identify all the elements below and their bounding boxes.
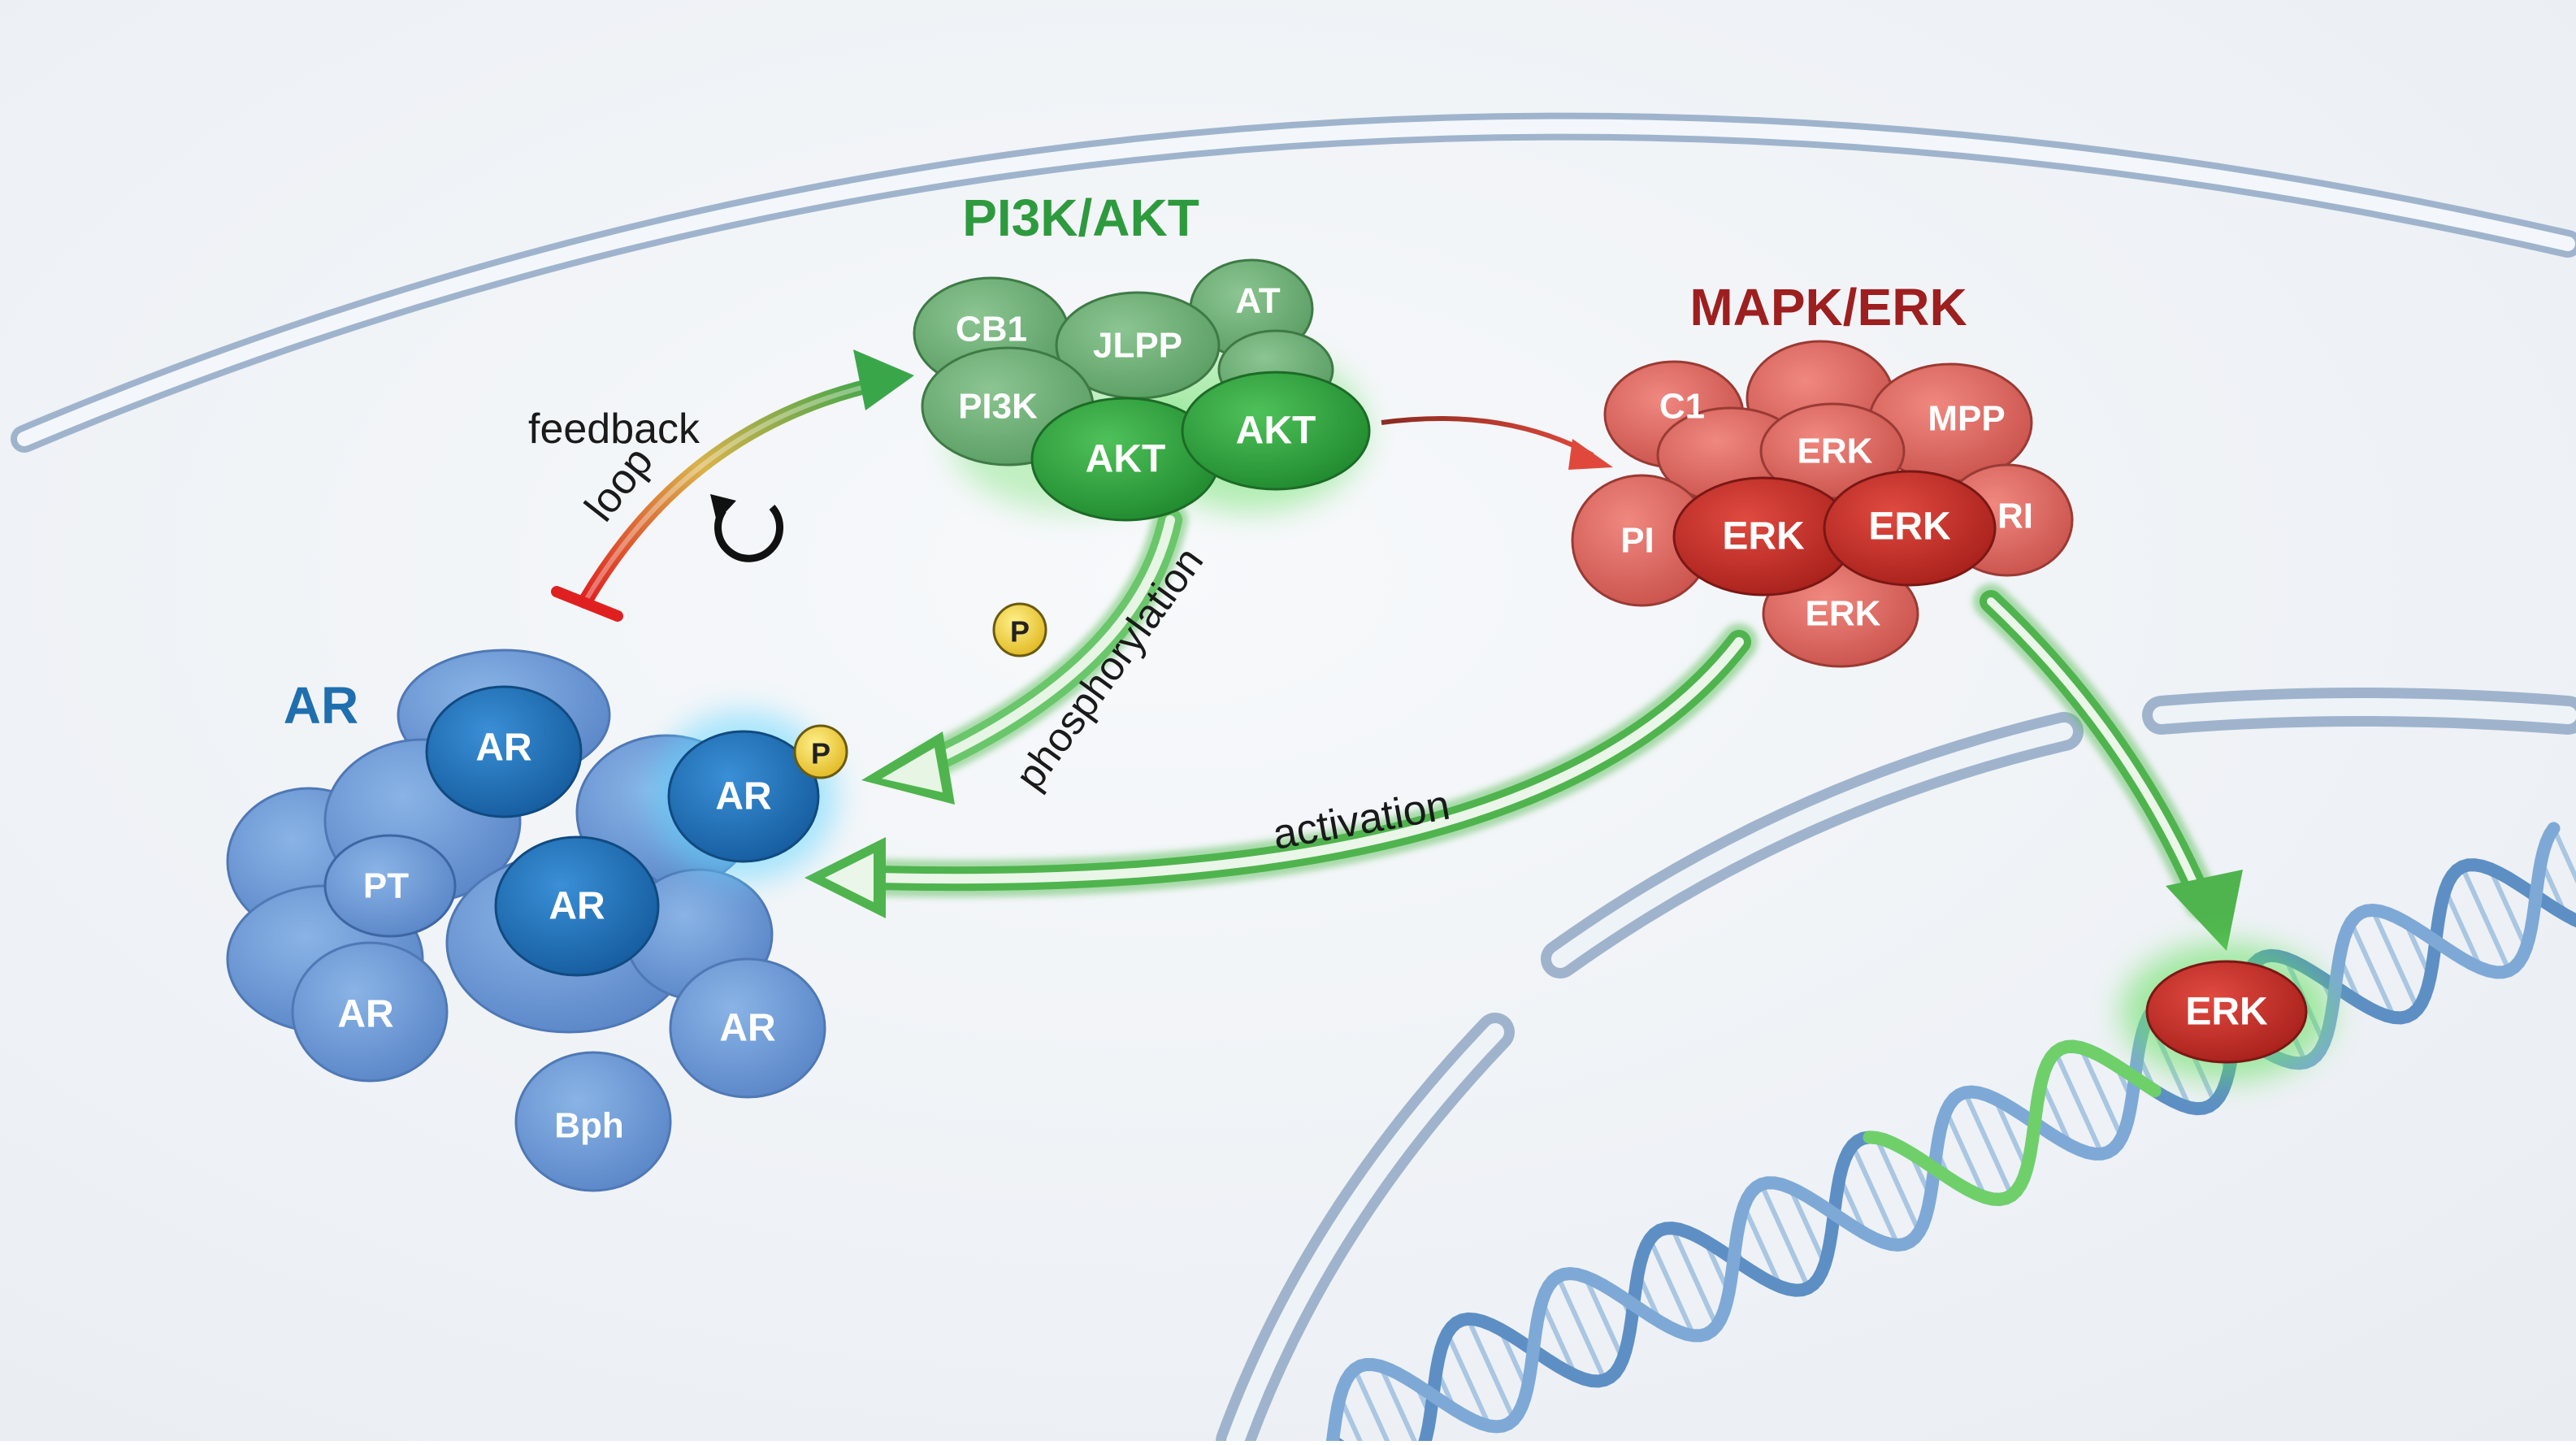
dna-base-pair [1993, 1097, 2029, 1170]
protein-erk-3 [1823, 470, 1997, 587]
protein-akt-2 [1181, 371, 1371, 491]
dna-base-pair [2443, 888, 2483, 970]
label-akt-2: AKT [1236, 410, 1316, 453]
cell-membrane [11, 112, 2576, 453]
label-ar-1: AR [475, 727, 531, 770]
phospho-badge: P [992, 602, 1047, 657]
dna-base-pair [2370, 909, 2420, 1010]
protein-pt [323, 834, 457, 938]
label-at: AT [1235, 281, 1281, 321]
dna-helix [1326, 822, 2576, 1445]
dna-base-pair [1788, 1186, 1828, 1265]
cycle-icon [710, 494, 783, 562]
protein-ar-3 [291, 941, 449, 1083]
label-c1: C1 [1659, 387, 1705, 427]
activation-arrow [804, 623, 1758, 918]
label-ar-phospho: AR [715, 775, 771, 818]
protein-bph [514, 1051, 672, 1192]
label-nuclear-erk: ERK [2185, 991, 2268, 1034]
pi3k-akt-title: PI3K/AKT [962, 189, 1199, 247]
dna-base-pair [1445, 1332, 1492, 1427]
nuclear-envelope [1216, 688, 2576, 1445]
label-akt-1: AKT [1086, 438, 1166, 481]
dna-base-pair [1583, 1275, 1625, 1360]
dna-base-pair [2460, 866, 2512, 972]
label-cb1: CB1 [956, 310, 1027, 349]
label-erk-4: ERK [1806, 594, 1881, 634]
dna-base-pair [1944, 1109, 1988, 1199]
dna-base-pair [2551, 827, 2576, 884]
dna-base-pair [2053, 1051, 2105, 1156]
phospho-badge-label-2: P [1010, 615, 1030, 649]
dna-binding-site [1863, 1039, 2162, 1206]
feedback-label: feedback [528, 406, 700, 453]
dna-base-pair [1539, 1300, 1578, 1377]
pi3k-to-mapk-arrow [1381, 416, 1613, 470]
dna-base-pair [2487, 867, 2529, 949]
label-erk-2: ERK [1722, 515, 1805, 558]
protein-ar-1 [425, 685, 583, 818]
ar-cluster: AR AR PT AR AR AR Bph AR [226, 649, 837, 1192]
label-ar-4: AR [719, 1007, 775, 1050]
label-jlpp: JLPP [1093, 326, 1182, 366]
dna-strand-2 [1326, 822, 2561, 1445]
dna-base-pair [1670, 1226, 1720, 1327]
dna-base-pair [1352, 1368, 1392, 1445]
ar-title: AR [284, 676, 358, 735]
dna-base-pair [1850, 1144, 1901, 1247]
phosphorylation-arrow [861, 502, 1188, 805]
dna-base-pair [1962, 1091, 2014, 1197]
pi3k-akt-cluster: CB1 JLPP AT PI3K AKT AKT PI3K/AKT [913, 189, 1371, 522]
mapk-erk-title: MAPK/ERK [1689, 278, 1967, 336]
feedback-loop-arrow [551, 349, 914, 622]
label-ar-2: AR [549, 885, 605, 928]
protein-ar-phospho [667, 730, 820, 863]
label-erk-1: ERK [1798, 432, 1873, 471]
dna-base-pair [2348, 921, 2396, 1019]
erk-translocation-arrow [1973, 584, 2243, 951]
dna-base-pair [2039, 1079, 2073, 1147]
phospho-badge: P [793, 724, 848, 779]
dna-base-pair [1759, 1183, 1811, 1289]
dna-base-pair [1465, 1317, 1516, 1421]
dna-base-pair [1874, 1136, 1922, 1234]
label-ar-3: AR [337, 993, 393, 1036]
dna-base-pair [1741, 1204, 1783, 1288]
label-pi: PI [1620, 521, 1654, 561]
label-erk-3: ERK [1868, 506, 1951, 549]
dna-base-pair [1338, 1395, 1365, 1445]
label-pt: PT [363, 866, 409, 906]
label-ri: RI [1997, 497, 2033, 536]
label-bph: Bph [554, 1106, 624, 1146]
dna-base-pair [2079, 1047, 2124, 1139]
label-pi3k: PI3K [958, 387, 1038, 427]
mapk-erk-cluster: C1 ERK MPP PI ERK ERK RI ERK MAPK/ERK [1571, 278, 2074, 668]
protein-ar-4 [669, 957, 826, 1099]
phospho-badge-label-1: P [811, 737, 830, 770]
dna-base-pair [1647, 1238, 1696, 1337]
nuclear-erk: ERK [2121, 943, 2332, 1081]
protein-ar-2 [494, 835, 660, 977]
label-mpp: MPP [1928, 399, 2005, 439]
dna-base-pair [1555, 1275, 1607, 1382]
dna-base-pair [1378, 1365, 1420, 1445]
